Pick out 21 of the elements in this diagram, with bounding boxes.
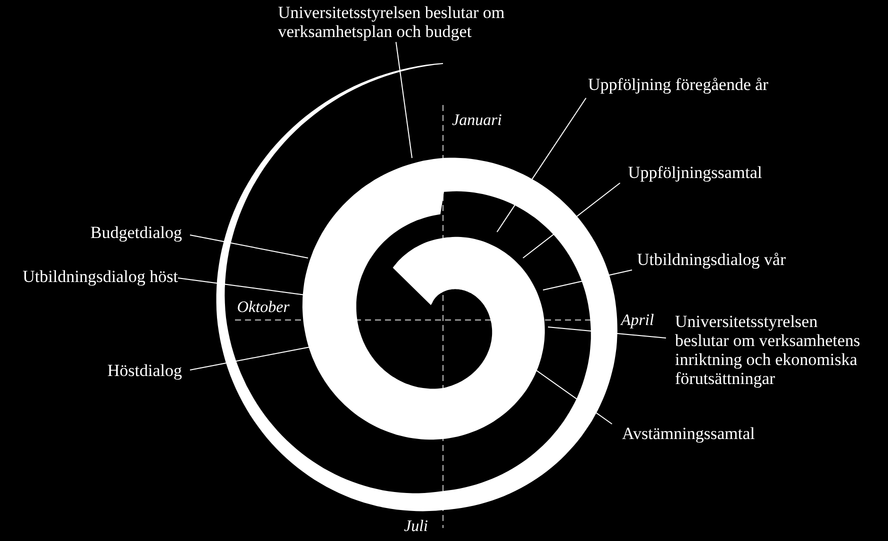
leader-line — [496, 98, 586, 232]
callout-text: Utbildningsdialog vår — [637, 250, 837, 269]
callout-text: Utbildningsdialog höst — [0, 267, 178, 286]
callout-text: Uppföljningssamtal — [628, 163, 798, 182]
callout-text: Höstdialog — [60, 361, 182, 380]
leader-line — [522, 182, 620, 258]
callout-text: Uppföljning föregående år — [588, 75, 788, 94]
callout-text: Avstämningssamtal — [622, 424, 802, 443]
leader-line — [190, 234, 308, 258]
leader-line — [190, 346, 310, 370]
callout-text: Universitetsstyrelsen beslutar om verksamhetens inriktning och ekonomiska förutsättningar — [675, 312, 865, 388]
leader-line — [178, 278, 306, 296]
month-label: Juli — [404, 518, 428, 536]
leader-line — [548, 326, 666, 338]
callout-text: Budgetdialog — [40, 223, 182, 242]
leader-line — [396, 42, 412, 158]
month-label: Oktober — [237, 299, 290, 317]
month-label: April — [621, 312, 654, 330]
leader-line — [542, 270, 632, 290]
callout-text: Universitetsstyrelsen beslutar om verksamhetsplan och budget — [278, 3, 528, 41]
month-label: Januari — [452, 112, 502, 130]
